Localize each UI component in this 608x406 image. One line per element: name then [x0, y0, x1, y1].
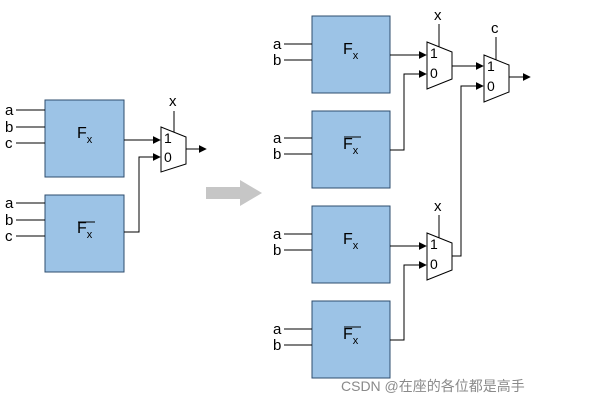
right-mux-final-in0: 0 — [487, 78, 495, 94]
left-mux — [160, 126, 187, 173]
right-block-2-label: Fx — [343, 136, 359, 157]
right-block-1-input-a: a — [273, 36, 282, 53]
left-block-fx — [44, 99, 125, 178]
right-block-4-input-b: b — [273, 337, 281, 354]
right-mux-final — [483, 54, 510, 103]
right-mux-bottom-in1: 1 — [430, 236, 438, 252]
right-block-3-input-a: a — [273, 226, 282, 243]
right-block-1-label: Fx — [343, 41, 359, 62]
watermark: CSDN @在座的各位都是高手 — [341, 378, 525, 394]
left-block-fx-label: Fx — [77, 125, 93, 146]
left-mux-select-x: x — [169, 93, 177, 110]
right-mux-top-select-x: x — [434, 7, 442, 24]
right-block-2-input-b: b — [273, 146, 281, 163]
right-block-3-input-b: b — [273, 242, 281, 259]
right-mux-final-in1: 1 — [487, 58, 495, 74]
right-mux-bottom — [426, 232, 453, 281]
right-mux-top — [426, 41, 453, 90]
right-block-1-input-b: b — [273, 52, 281, 69]
right-mux-bottom-in0: 0 — [430, 256, 438, 272]
left-circuit: Fx a b c Fx a b c x 1 0 — [5, 93, 207, 273]
left-bottom-input-b: b — [5, 212, 13, 229]
right-block-4-input-a: a — [273, 321, 282, 338]
left-block-fx-bar-label: Fx — [77, 220, 93, 241]
left-mux-in0: 0 — [164, 149, 172, 165]
left-bottom-input-c: c — [5, 228, 13, 245]
transform-arrow — [206, 180, 262, 206]
right-block-4-fx-bar — [311, 300, 391, 379]
left-top-input-b: b — [5, 119, 13, 136]
right-block-1-fx — [311, 15, 391, 94]
right-block-4-label: Fx — [343, 326, 359, 347]
right-block-2-fx-bar — [311, 110, 391, 189]
left-bottom-input-a: a — [5, 195, 14, 212]
left-mux-in1: 1 — [164, 130, 172, 146]
right-mux-final-select-c: c — [491, 20, 499, 37]
right-circuit: Fx a b Fx a b Fx a b Fx a b x 1 0 — [273, 7, 531, 379]
right-mux-top-in1: 1 — [430, 45, 438, 61]
right-block-3-label: Fx — [343, 231, 359, 252]
left-top-input-a: a — [5, 102, 14, 119]
right-block-3-fx — [311, 205, 391, 284]
left-block-fx-bar — [44, 194, 125, 273]
right-mux-top-in0: 0 — [430, 65, 438, 81]
right-block-2-input-a: a — [273, 130, 282, 147]
left-top-input-c: c — [5, 135, 13, 152]
right-mux-bottom-select-x: x — [434, 198, 442, 215]
